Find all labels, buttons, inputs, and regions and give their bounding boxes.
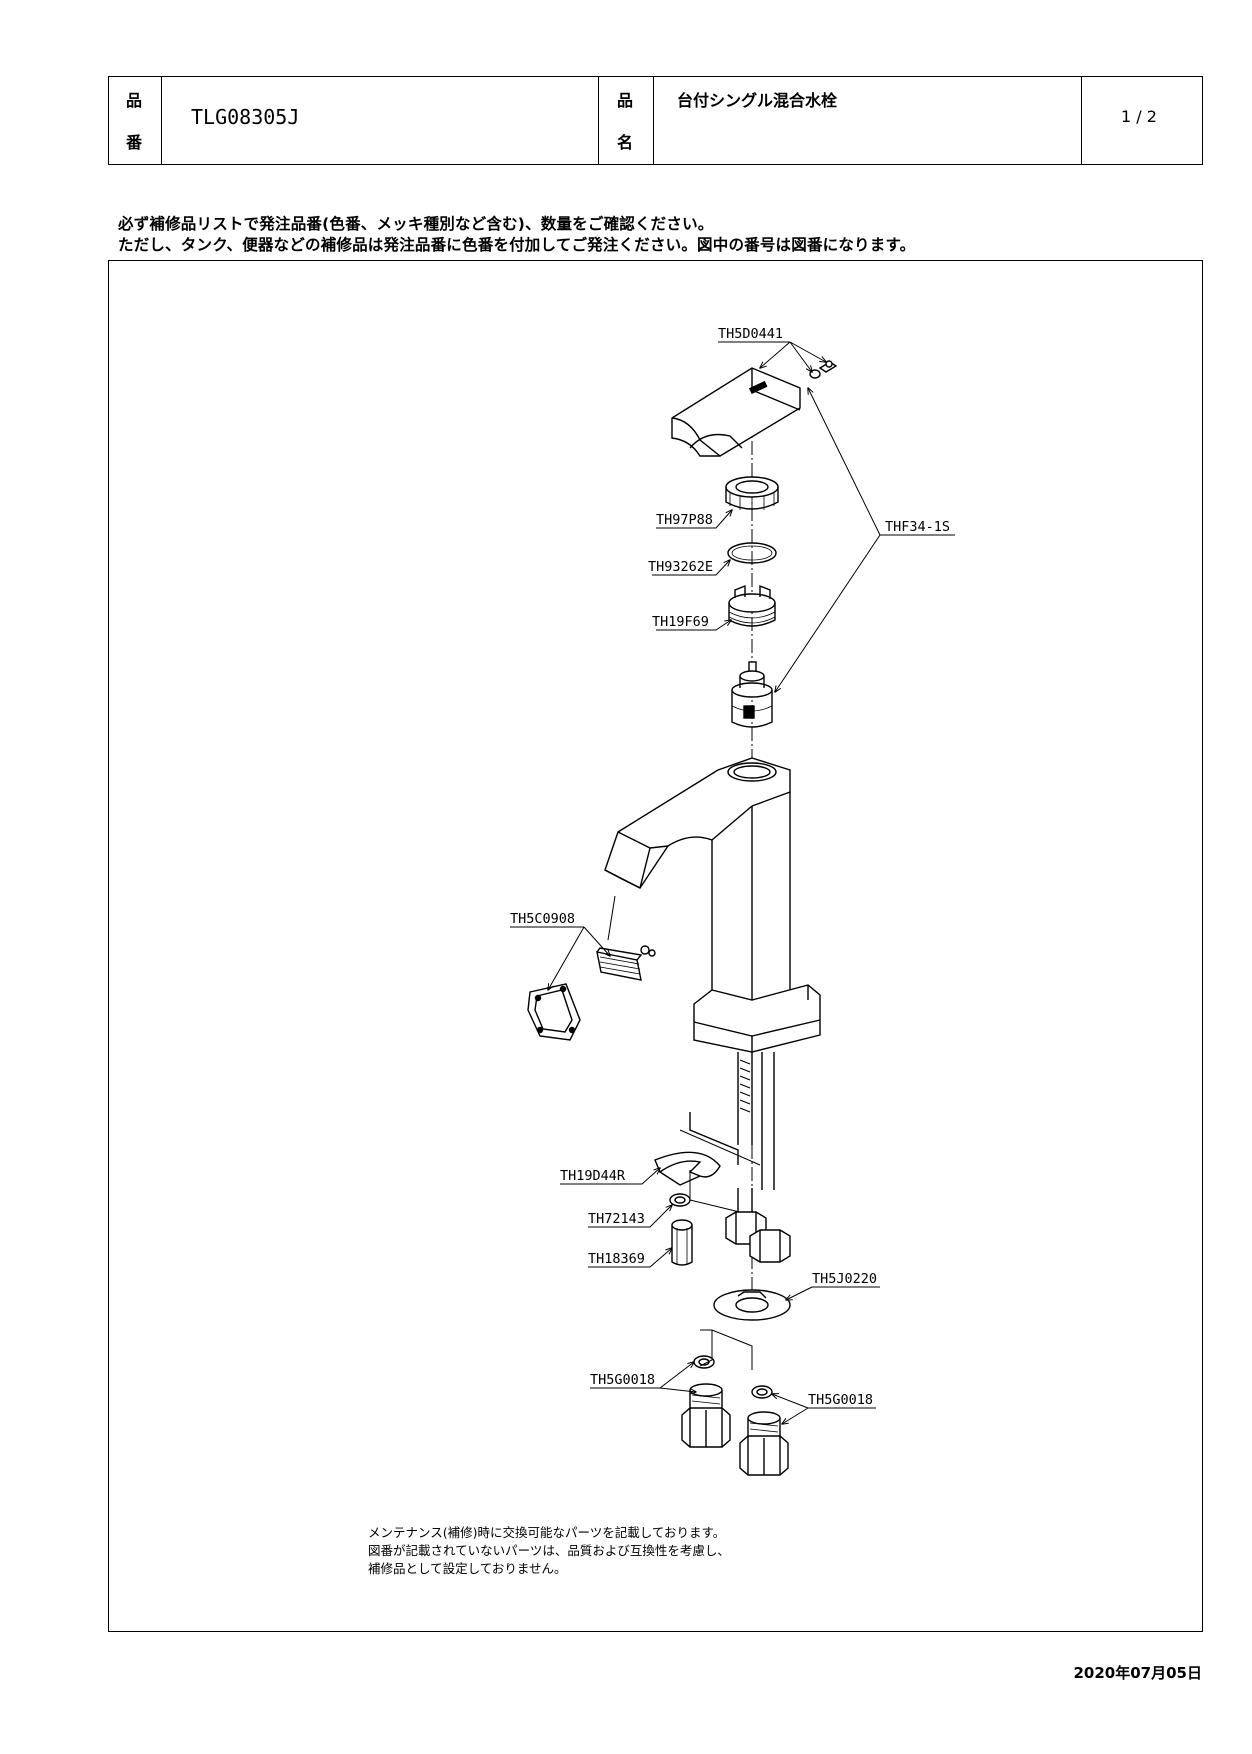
washer-part <box>669 1193 691 1207</box>
adapter-right <box>739 1411 789 1476</box>
divider <box>598 77 599 164</box>
product-number-label: 番 <box>126 133 143 152</box>
packing-part <box>751 1385 773 1399</box>
cartridge-part <box>731 661 773 728</box>
aerator-part <box>596 945 656 981</box>
notice-line-1: 必ず補修品リストで発注品番(色番、メッキ種別など含む)、数量をご確認ください。 <box>118 215 714 233</box>
part-label: TH19F69 <box>652 614 709 630</box>
lever-handle <box>671 367 801 457</box>
part-label: TH5G0018 <box>590 1372 655 1388</box>
supply-hoses <box>679 1052 775 1216</box>
packing-part <box>693 1355 715 1369</box>
page-number: 1 / 2 <box>1121 107 1157 126</box>
mounting-nut-part <box>671 1219 693 1266</box>
footnote-line-3: 補修品として設定しておりません。 <box>368 1561 567 1576</box>
part-label: TH97P88 <box>656 512 713 528</box>
footnote-line-2: 図番が記載されていないパーツは、品質および互換性を考慮し、 <box>368 1543 730 1558</box>
part-label: TH5C0908 <box>510 911 575 927</box>
divider <box>1081 77 1082 164</box>
gasket-part <box>527 983 581 1041</box>
part-label: TH19D44R <box>560 1168 626 1184</box>
part-label: TH72143 <box>588 1211 645 1227</box>
cap-nut-part <box>725 476 779 512</box>
divider <box>653 77 654 164</box>
part-label: TH93262E <box>648 559 713 575</box>
o-ring-part <box>727 542 777 564</box>
product-number-label: 品 <box>126 91 143 110</box>
product-name-label: 名 <box>617 133 634 152</box>
product-number: TLG08305J <box>191 105 300 129</box>
part-label: TH5D0441 <box>718 326 783 342</box>
drawing-frame <box>108 260 1203 1632</box>
adapter-left <box>681 1383 731 1448</box>
product-name: 台付シングル混合水栓 <box>677 91 838 110</box>
part-label: THF34-1S <box>885 519 950 535</box>
issue-date: 2020年07月05日 <box>1073 1664 1203 1682</box>
part-label: TH5J0220 <box>812 1271 877 1287</box>
mounting-plate-part <box>713 1289 791 1321</box>
screw-part <box>809 360 838 379</box>
footnote-line-1: メンテナンス(補修)時に交換可能なパーツを記載しております。 <box>368 1525 726 1540</box>
horseshoe-clip-part <box>654 1151 721 1186</box>
hose-nut <box>749 1229 791 1263</box>
faucet-body <box>604 757 821 1053</box>
part-label: TH5G0018 <box>808 1392 873 1408</box>
part-label: TH18369 <box>588 1251 645 1267</box>
notice-line-2: ただし、タンク、便器などの補修品は発注品番に色番を付加してご発注ください。図中の… <box>118 236 916 254</box>
title-block: 品 番 TLG08305J 品 名 台付シングル混合水栓 1 / 2 <box>108 76 1203 165</box>
product-name-label: 品 <box>617 91 634 110</box>
divider <box>161 77 162 164</box>
